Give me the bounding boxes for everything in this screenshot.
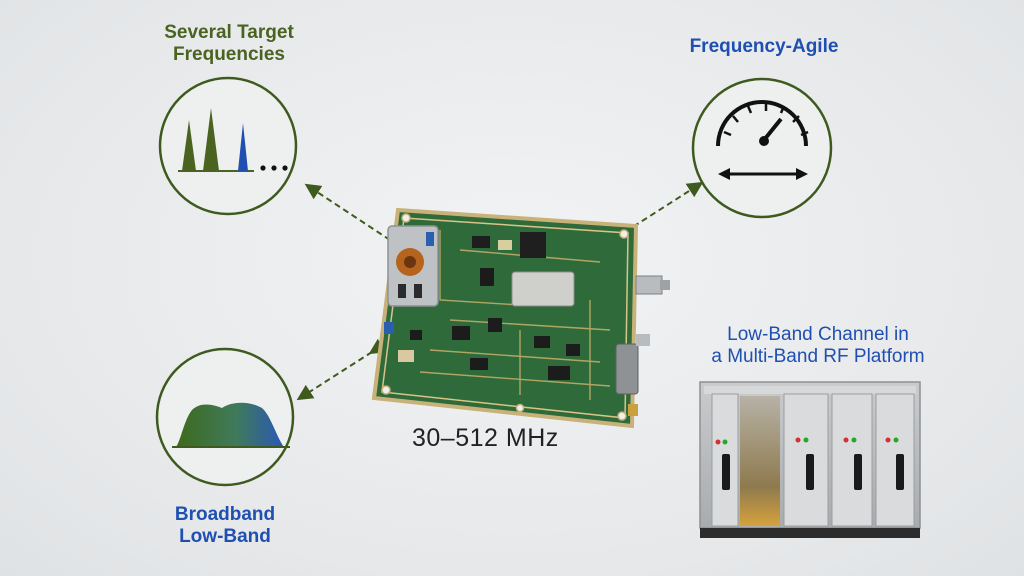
arrow-to-frequency-agile	[610, 181, 704, 246]
frequency-range-label: 30–512 MHz	[412, 424, 559, 452]
frequency-agile-label: Frequency-Agile	[689, 36, 839, 57]
several-targets-node	[158, 76, 298, 216]
connector-arrows	[296, 181, 704, 401]
frequency-agile-node	[691, 77, 833, 219]
broadband-label: Broadband Low-Band	[174, 504, 276, 547]
broadband-spectrum-icon	[172, 402, 290, 448]
multi-band-rack-chassis	[699, 381, 921, 538]
several-targets-label: Several Target Frequencies	[164, 22, 294, 65]
spectrum-peaks-icon	[178, 108, 288, 172]
arrow-to-broadband	[296, 338, 387, 401]
multiband-label: Low-Band Channel in a Multi-Band RF Plat…	[711, 324, 925, 367]
gauge-icon	[716, 100, 809, 180]
rack-modules	[711, 393, 915, 527]
arrow-to-several-targets	[304, 183, 405, 254]
broadband-node	[155, 347, 295, 487]
rf-circuit-board	[371, 207, 670, 429]
